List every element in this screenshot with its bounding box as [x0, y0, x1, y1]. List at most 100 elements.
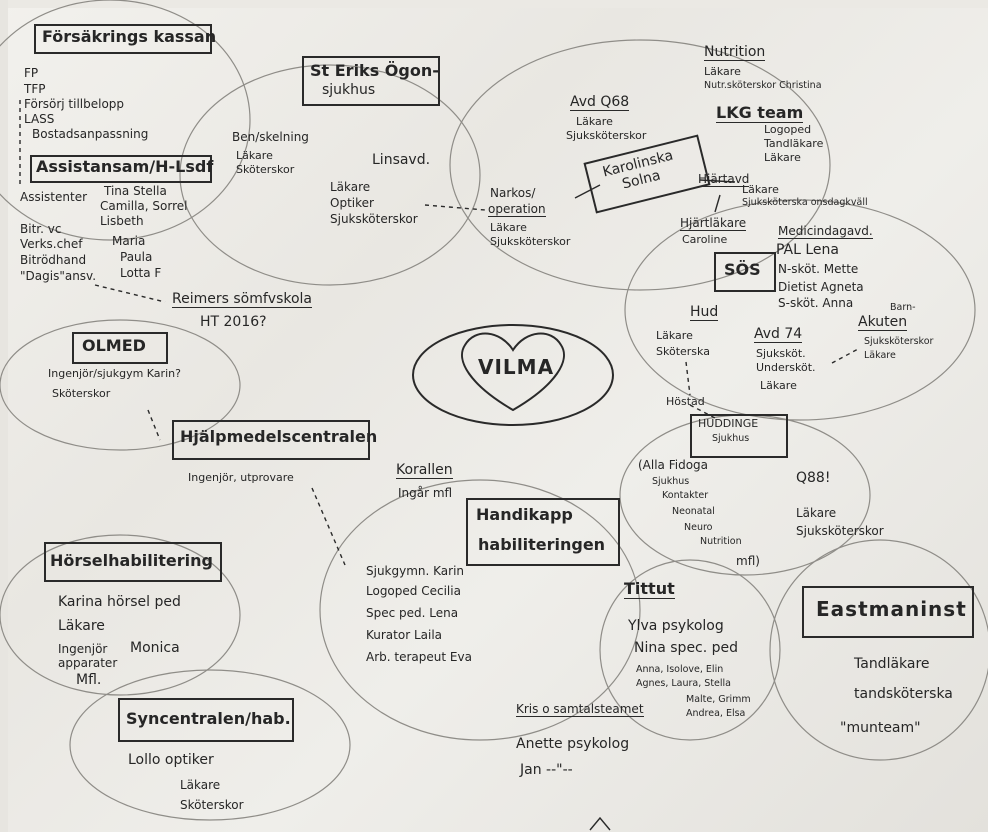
link-hjalpmedel-handikapp [311, 487, 346, 566]
lkg-title: LKG team [716, 103, 804, 123]
handikapp-line-5: Arb. terapeut Eva [366, 650, 472, 664]
huddinge-line-4: Neonatal [672, 506, 715, 517]
avd74-title: Avd 74 [754, 326, 803, 343]
hjalpmedel-line-1: Ingenjör, utprovare [188, 471, 294, 484]
sos-title: SÖS [724, 260, 761, 279]
assistans-title: Assistansam/H-Lsdf [36, 157, 214, 176]
medicin-line-3: Dietist Agneta [778, 280, 864, 294]
avd74-line-1: Sjuksköt. [756, 347, 806, 360]
forsakring-box [34, 24, 212, 54]
left-edge [0, 0, 8, 832]
assistans-name-3: Lisbeth [100, 214, 144, 228]
medicin-line-1: PAL Lena [776, 242, 839, 258]
handikapp-line-2: Logoped Cecilia [366, 584, 461, 598]
q88-title: Q88! [796, 470, 831, 486]
handikapp-line-3: Spec ped. Lena [366, 606, 459, 620]
medicin-line-4: S-sköt. Anna [778, 296, 854, 310]
horsel-line-3: Ingenjör [58, 642, 108, 656]
lkg-line-2: Tandläkare [764, 137, 824, 150]
huddinge-line-5: Neuro [684, 522, 713, 533]
avd-line-1: Läkare [576, 115, 613, 128]
forsakring-item-1: FP [24, 66, 39, 80]
huddinge-title-2: Sjukhus [712, 433, 750, 444]
syncentralen-box [118, 698, 294, 742]
tittut-line-5: Malte, Grimm [686, 694, 751, 705]
eastman-line-3: "munteam" [840, 720, 921, 736]
reimers-label: Reimers sömfvskola [172, 291, 312, 308]
assistans-name-6: Lotta F [120, 266, 162, 280]
assistans-role-1: Assistenter [20, 190, 88, 204]
nutrition-title: Nutrition [704, 44, 766, 61]
forsakring-item-2: TFP [24, 82, 46, 96]
assistans-role-2: Bitr. vc [20, 222, 62, 236]
hud-line-1: Läkare [656, 329, 693, 342]
olmed-title: OLMED [82, 336, 146, 355]
center-label: VILMA [478, 355, 555, 379]
handikapp-box [466, 498, 620, 566]
sterik-lins: Linsavd. [372, 152, 431, 168]
eastman-box [802, 586, 974, 638]
kris-line-1: Anette psykolog [516, 736, 630, 752]
forsakring-item-3: Försörj tillbelopp [24, 97, 125, 111]
horsel-line-4: apparater [58, 656, 118, 670]
kris-line-2: Jan --"-- [520, 762, 573, 778]
link-avd74-akuten [831, 347, 861, 364]
huddinge-title: HUDDINGE [698, 417, 759, 430]
link-hud-hosted [685, 361, 691, 396]
mark-bottom [589, 816, 611, 831]
narkos-title-2: operation [488, 202, 546, 217]
assistans-name-4: Maria [112, 234, 146, 248]
assistans-name-5: Paula [120, 250, 153, 264]
olmed-line-2: Sköterskor [52, 387, 111, 400]
hjartavd-title: Hjärtavd [698, 172, 750, 187]
hosted-label: Höstad [666, 395, 705, 408]
akuten-line-2: Läkare [864, 350, 896, 361]
forsakring-item-5: Bostadsanpassning [32, 127, 149, 141]
tittut-line-1: Ylva psykolog [628, 618, 724, 634]
sos-box [714, 252, 776, 292]
nutrition-line-2: Nutr.sköterskor Christina [704, 80, 822, 91]
avd74-line-2: Undersköt. [756, 361, 816, 374]
kris-title: Kris o samtalsteamet [516, 702, 644, 717]
reimers-note: HT 2016? [200, 314, 267, 330]
akuten-title-2: Akuten [858, 314, 908, 331]
narkos-line-2: Sjuksköterskor [490, 235, 571, 248]
lkg-line-3: Läkare [764, 151, 801, 164]
huddinge-line-3: Kontakter [662, 490, 709, 501]
assistans-role-4: Bitrödhand [20, 253, 87, 267]
huddinge-line-1: (Alla Fidoga [638, 458, 709, 472]
lkg-line-1: Logoped [764, 123, 812, 136]
handikapp-title-2: habiliteringen [478, 535, 606, 554]
hjalpmedel-box [172, 420, 370, 460]
syncentralen-line-1: Lollo optiker [128, 752, 214, 768]
korallen-line-1: Ingår mfl [398, 486, 453, 500]
tittut-title: Tittut [624, 579, 675, 599]
sterik-bones: Ben/skelning [232, 130, 309, 144]
hjalpmedel-title: Hjälpmedelscentralen [180, 427, 378, 446]
syncentralen-line-3: Sköterskor [180, 798, 244, 812]
sterik-bones-2: Läkare [236, 149, 273, 162]
huddinge-line-7: mfl) [736, 554, 760, 568]
tittut-line-6: Andrea, Elsa [686, 708, 746, 719]
eastman-line-1: Tandläkare [854, 656, 930, 672]
sterik-box [302, 56, 440, 106]
hud-title: Hud [690, 304, 719, 321]
bubble-forsakring [0, 0, 251, 241]
huddinge-line-6: Nutrition [700, 536, 742, 547]
link-sterik-narkos [424, 204, 486, 211]
assistans-box [30, 155, 212, 183]
horsel-line-1: Karina hörsel ped [58, 594, 181, 610]
link-karolinska-hjartavd [699, 179, 736, 183]
hjartavd-line-1: Läkare [742, 183, 779, 196]
korallen-title: Korallen [396, 462, 453, 479]
bubble-olmed [0, 319, 241, 451]
horsel-line-2: Läkare [58, 618, 105, 634]
sterik-title-2: sjukhus [322, 82, 376, 98]
sterik-line-2: Optiker [330, 196, 374, 210]
heart-shape [461, 332, 565, 412]
bubble-eastman [769, 539, 988, 761]
olmed-box [72, 332, 168, 364]
horsel-box [44, 542, 222, 582]
